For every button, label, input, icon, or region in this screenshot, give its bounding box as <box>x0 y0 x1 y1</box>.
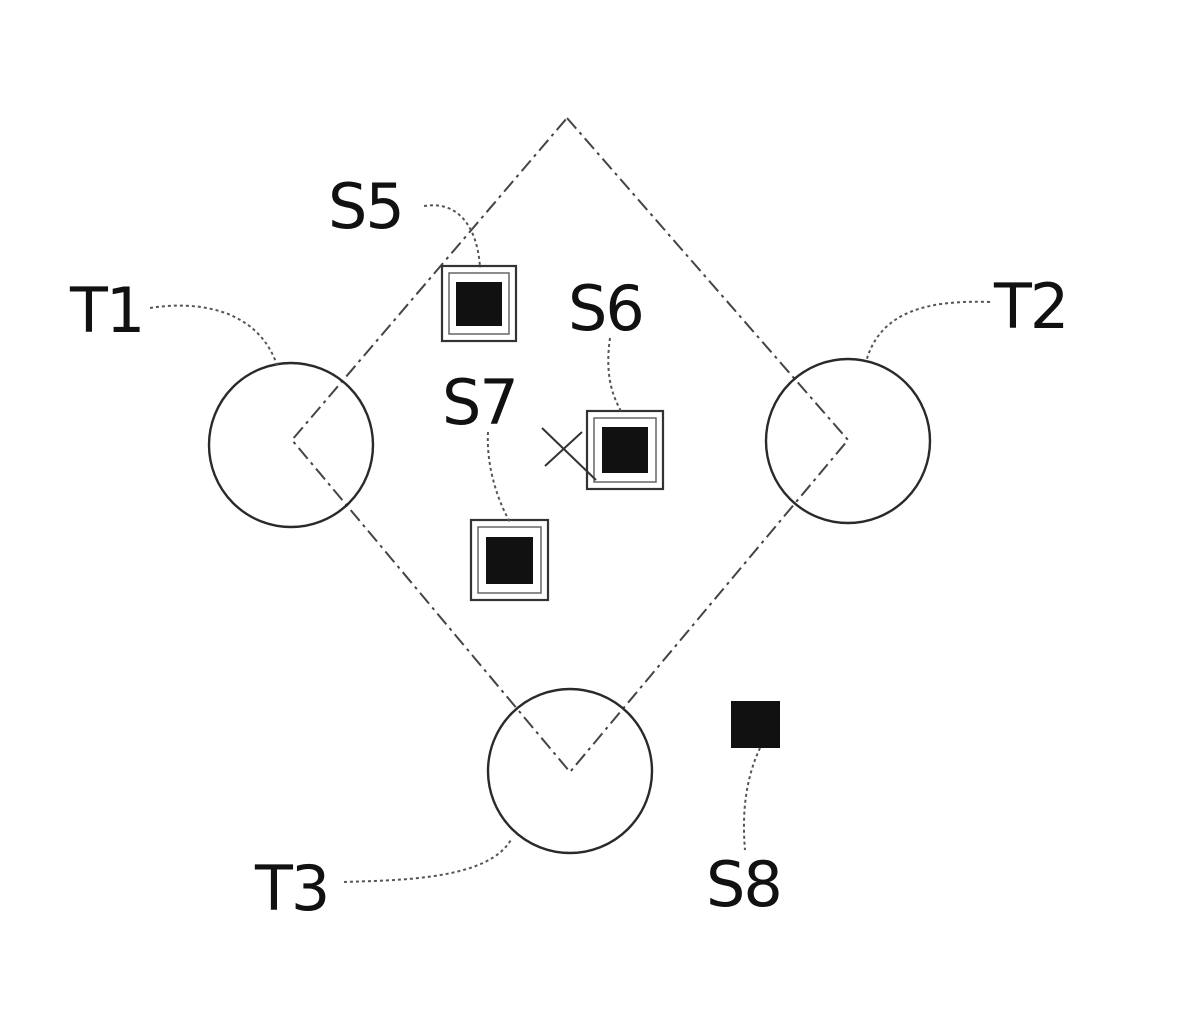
label-t3: T3 <box>254 852 328 925</box>
s8-leader-line <box>744 748 760 850</box>
label-s8: S8 <box>706 848 781 921</box>
label-t1: T1 <box>69 274 143 347</box>
t3-leader-line <box>344 838 512 882</box>
transmitter-t3-circle <box>488 689 652 853</box>
label-s6: S6 <box>568 272 643 345</box>
label-t2: T2 <box>993 270 1067 343</box>
s6-leader-line <box>608 338 622 413</box>
sensor-s7 <box>471 520 548 600</box>
transmitter-t1-circle <box>209 363 373 527</box>
t1-leader-line <box>150 306 278 368</box>
label-s7: S7 <box>442 366 517 439</box>
t2-leader-line <box>866 302 990 362</box>
s5-leader-line <box>424 205 480 268</box>
transmitter-t2-circle <box>766 359 930 523</box>
s7-leader-line <box>488 432 510 522</box>
sensor-s8 <box>731 701 780 748</box>
sensor-s6 <box>587 411 663 489</box>
sensor-s5 <box>442 266 516 341</box>
label-s5: S5 <box>328 170 403 243</box>
